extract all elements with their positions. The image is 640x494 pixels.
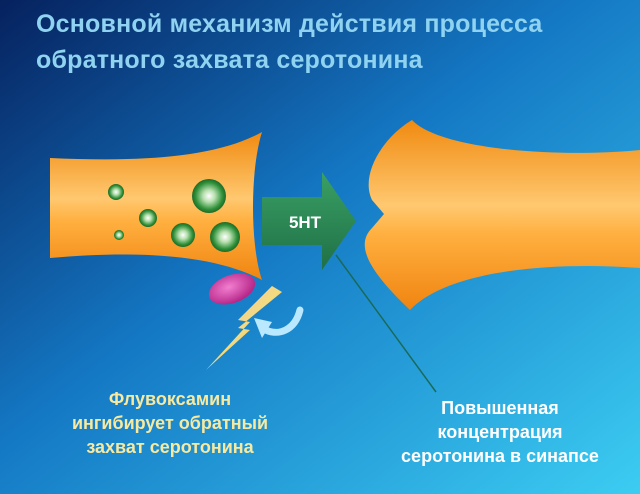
serotonin-transporter bbox=[208, 273, 256, 305]
caption-line: захват серотонина bbox=[86, 437, 254, 457]
postsynaptic-neuron bbox=[364, 120, 640, 310]
title-line-2: обратного захвата серотонина bbox=[36, 46, 423, 74]
caption-line: Флувоксамин bbox=[108, 389, 232, 409]
vesicle bbox=[210, 222, 240, 252]
vesicle bbox=[108, 184, 124, 200]
vesicle bbox=[114, 230, 124, 240]
arrow-label: 5HT bbox=[289, 213, 322, 232]
caption-line: ингибирует обратный bbox=[71, 413, 269, 433]
lightning-bolt-icon bbox=[206, 286, 282, 370]
caption-line: Повышенная bbox=[441, 398, 559, 418]
synaptic-vesicles bbox=[108, 179, 240, 252]
caption-line: концентрация bbox=[437, 422, 563, 442]
callout-line bbox=[335, 254, 437, 393]
vesicle bbox=[171, 223, 195, 247]
serotonin-arrow bbox=[262, 172, 356, 270]
vesicle bbox=[139, 209, 157, 227]
vesicle bbox=[192, 179, 226, 213]
caption-line: серотонина в синапсе bbox=[401, 446, 599, 466]
title-line-1: Основной механизм действия процесса bbox=[36, 10, 543, 38]
curved-arrow-icon bbox=[254, 306, 304, 338]
synapse-concentration-caption: Повышенная концентрация серотонина в син… bbox=[365, 396, 635, 468]
presynaptic-neuron bbox=[50, 132, 262, 280]
fluvoxamine-caption: Флувоксамин ингибирует обратный захват с… bbox=[40, 387, 300, 459]
